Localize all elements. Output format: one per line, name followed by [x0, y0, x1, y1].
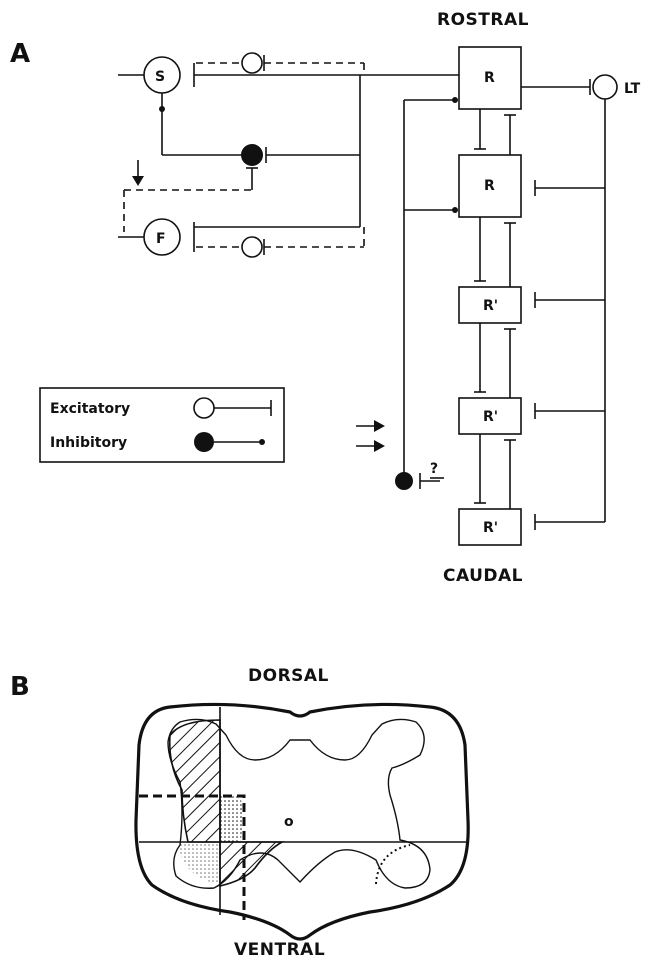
neuron-lt-label: LT [624, 81, 641, 97]
r-box-1: R [459, 47, 521, 109]
input-arrows [356, 420, 385, 452]
neuron-s-label: S [155, 69, 165, 85]
neuron-s: S [118, 57, 180, 93]
ventral-hatched-region [220, 842, 282, 886]
r-box-1-label: R [484, 70, 495, 86]
r-box-3: R' [459, 287, 521, 323]
inhibitory-interneuron [124, 93, 360, 232]
legend-excitatory: Excitatory [50, 401, 130, 417]
f-dashed-interneuron [196, 227, 364, 257]
neuron-f: F [118, 219, 180, 255]
lt-feedback [535, 99, 605, 530]
central-canal: o [284, 814, 294, 830]
neuron-lt: LT [521, 75, 641, 99]
dotted-region-center [220, 795, 243, 842]
r-box-2: R [459, 155, 521, 217]
r-box-4-label: R' [483, 409, 498, 425]
caudal-label: CAUDAL [443, 566, 523, 586]
r-box-4: R' [459, 398, 521, 434]
s-dashed-interneuron [196, 53, 364, 75]
legend: Excitatory Inhibitory [40, 388, 284, 462]
r-box-3-label: R' [483, 298, 498, 314]
neuron-f-label: F [156, 231, 166, 247]
r-box-5: R' [459, 509, 521, 545]
rostral-label: ROSTRAL [437, 10, 529, 30]
dorsal-hatched-region [170, 720, 220, 842]
panel-b-label: B [10, 672, 30, 702]
ventral-label: VENTRAL [234, 940, 325, 960]
dorsal-label: DORSAL [248, 666, 329, 686]
r-box-2-label: R [484, 178, 495, 194]
legend-inhibitory: Inhibitory [50, 435, 127, 451]
descending-arrow [132, 160, 144, 186]
caudal-inhibitory-line [395, 97, 458, 490]
panel-a-label: A [10, 39, 30, 69]
question-mark: ? [430, 461, 438, 477]
r-box-5-label: R' [483, 520, 498, 536]
